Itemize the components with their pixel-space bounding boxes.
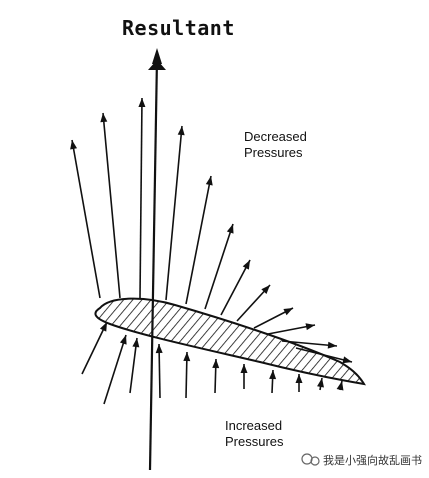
decreased-pressure-arrows <box>70 97 353 364</box>
resultant-arrowhead <box>152 48 162 64</box>
decreased-pressure-arrowhead <box>138 98 146 108</box>
decreased-pressure-arrow-shaft <box>204 223 234 310</box>
increased-pressure-arrowhead <box>132 338 140 348</box>
decreased-pressure-arrowhead <box>177 126 185 136</box>
resultant-label: Resultant <box>122 16 235 40</box>
increased-pressure-arrowhead <box>119 335 127 345</box>
decreased-pressure-arrowhead <box>283 308 293 316</box>
resultant-flag <box>148 62 166 70</box>
decreased-pressure-arrow-shaft <box>185 175 212 305</box>
increased-pressure-arrowhead <box>183 352 191 362</box>
increased-pressure-arrowhead <box>99 322 107 332</box>
decreased-pressure-arrowhead <box>205 176 213 186</box>
decreased-pressure-arrowhead <box>226 224 234 234</box>
decreased-pressure-arrowhead <box>70 140 78 150</box>
increased-pressure-arrowhead <box>240 364 248 373</box>
resultant-vector <box>148 57 159 471</box>
increased-pressure-arrowhead <box>295 374 303 383</box>
increased-pressure-arrow-shaft <box>158 343 161 399</box>
decreased-pressure-arrowhead <box>242 260 250 270</box>
increased-pressure-arrowhead <box>212 359 220 369</box>
decreased-pressure-arrowhead <box>327 341 337 349</box>
decreased-pressures-label-line2: Pressures <box>244 145 303 160</box>
increased-pressure-arrow-shaft <box>81 321 108 375</box>
decreased-pressure-arrow-shaft <box>165 125 183 301</box>
decreased-pressure-arrow-shaft <box>220 259 251 316</box>
increased-pressure-arrowhead <box>269 370 277 380</box>
watermark-logo-icon <box>301 453 320 466</box>
watermark-text: 我是小强向故乱画书 <box>323 453 422 467</box>
increased-pressure-arrows <box>81 321 344 405</box>
increased-pressure-arrow-shaft <box>103 334 127 405</box>
increased-pressures-label-line2: Pressures <box>225 434 284 449</box>
increased-pressure-arrowhead <box>155 344 163 354</box>
decreased-pressure-arrow-shaft <box>102 112 121 299</box>
airfoil-section <box>94 297 366 386</box>
decreased-pressure-arrowhead <box>100 113 108 123</box>
decreased-pressure-arrow-shaft <box>71 139 101 299</box>
increased-pressure-arrowhead <box>336 381 344 391</box>
watermark: 我是小强向故乱画书 <box>301 453 422 467</box>
decreased-pressure-arrowhead <box>305 323 315 331</box>
increased-pressure-arrow-shaft <box>129 337 138 394</box>
decreased-pressures-label-line1: Decreased <box>244 129 307 144</box>
increased-pressures-label-line1: Increased <box>225 418 282 433</box>
decreased-pressure-arrowhead <box>342 356 352 364</box>
decreased-pressure-arrowhead <box>261 285 270 294</box>
decreased-pressure-arrow-shaft <box>139 97 143 299</box>
increased-pressure-arrowhead <box>317 378 324 388</box>
